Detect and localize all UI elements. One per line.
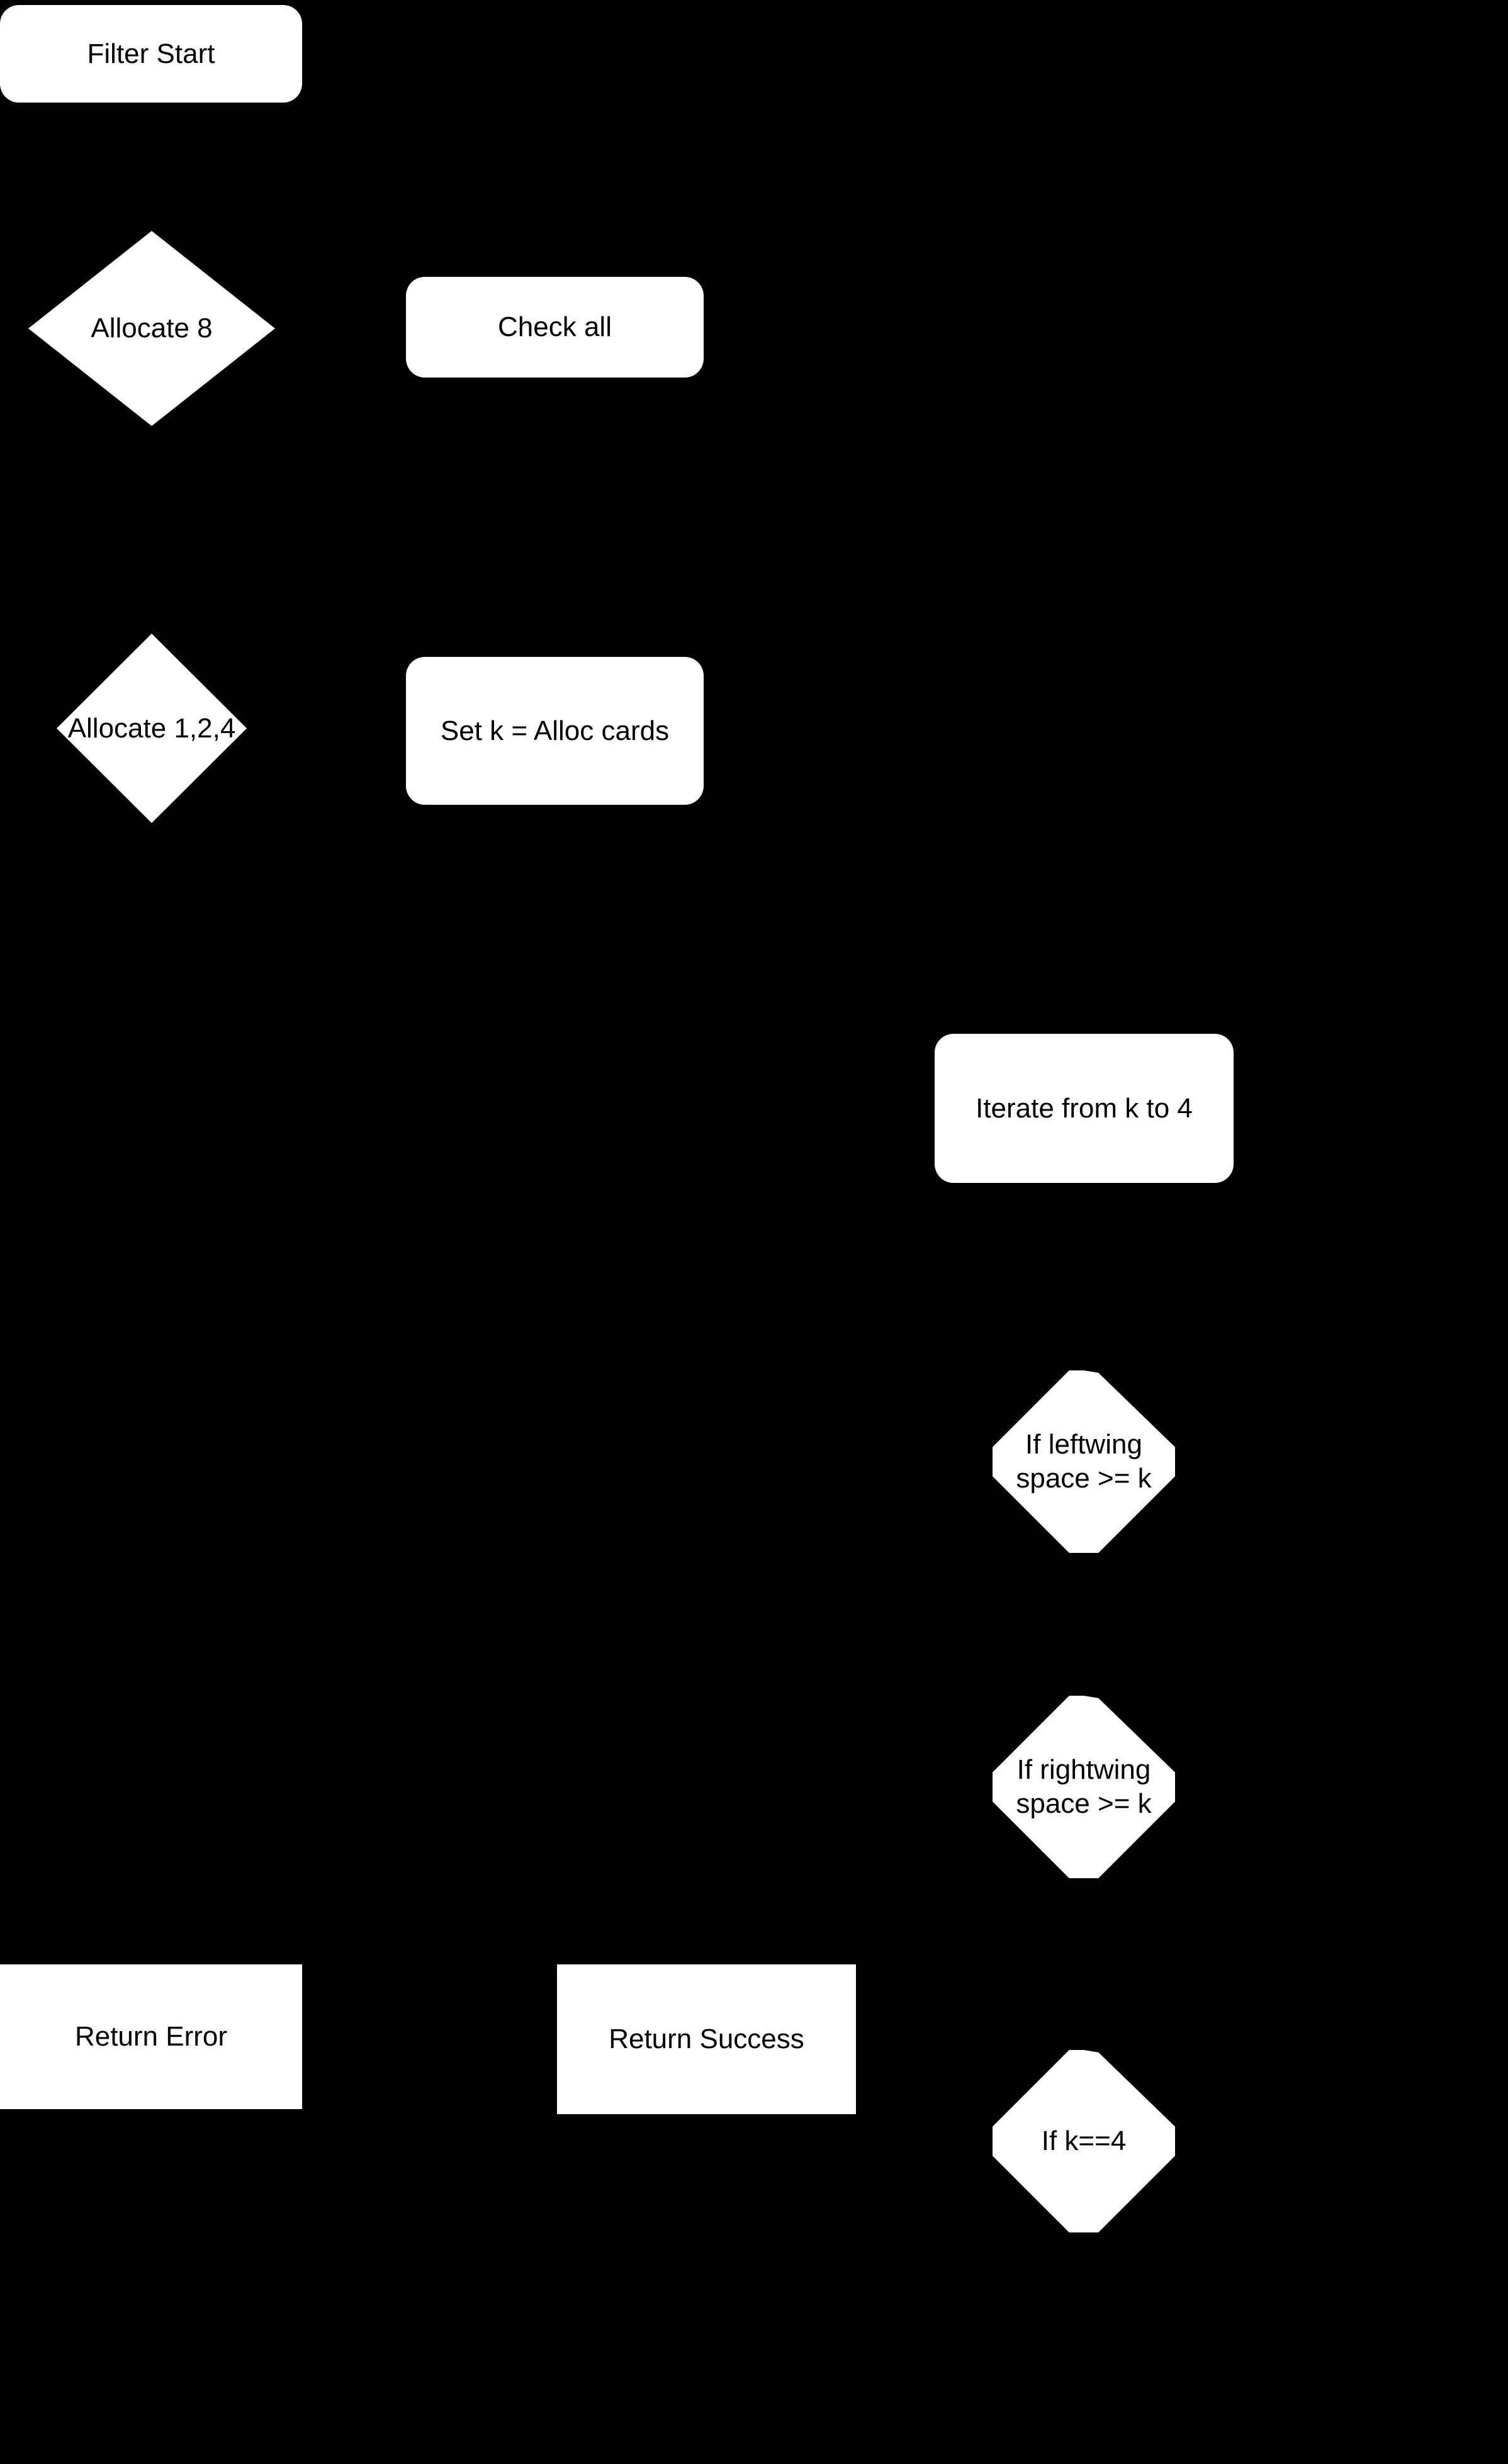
node-allocate-8[interactable]: Allocate 8 xyxy=(28,231,275,426)
node-iterate-k-to-4-label: Iterate from k to 4 xyxy=(976,1092,1193,1124)
diamond-shape xyxy=(993,1696,1175,1878)
diamond-shape xyxy=(993,1370,1175,1553)
node-return-success[interactable]: Return Success xyxy=(557,1964,856,2114)
node-return-error-label: Return Error xyxy=(74,2021,228,2052)
diamond-shape xyxy=(28,231,275,426)
node-set-k-label: Set k = Alloc cards xyxy=(440,715,670,746)
node-allocate-1-2-4[interactable]: Allocate 1,2,4 xyxy=(57,634,247,823)
diamond-shape xyxy=(993,2050,1175,2232)
node-check-all[interactable]: Check all xyxy=(406,277,704,378)
node-iterate-k-to-4[interactable]: Iterate from k to 4 xyxy=(935,1034,1234,1183)
node-filter-start[interactable]: Filter Start xyxy=(0,5,302,103)
node-return-success-label: Return Success xyxy=(609,2024,804,2055)
node-set-k[interactable]: Set k = Alloc cards xyxy=(406,657,704,805)
node-if-k-equals-4[interactable]: If k==4 xyxy=(993,2050,1175,2232)
node-return-error[interactable]: Return Error xyxy=(0,1964,302,2109)
node-check-all-label: Check all xyxy=(498,311,612,343)
node-if-rightwing-space[interactable]: If rightwing space >= k xyxy=(993,1696,1175,1878)
node-if-leftwing-space[interactable]: If leftwing space >= k xyxy=(993,1370,1175,1553)
node-filter-start-label: Filter Start xyxy=(87,38,215,69)
diamond-shape xyxy=(57,634,247,823)
